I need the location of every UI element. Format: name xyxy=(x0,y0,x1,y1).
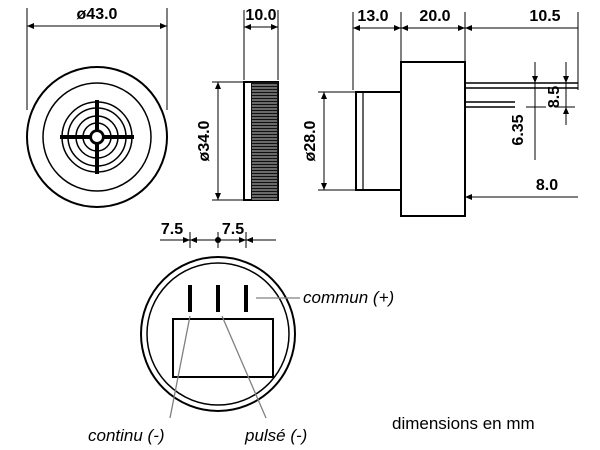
front-inner-ring xyxy=(42,82,152,192)
front-center-hole xyxy=(90,130,104,144)
front-outer-housing xyxy=(26,66,168,208)
profile-pin-offset-label: 8.0 xyxy=(536,177,558,194)
leader-continu xyxy=(169,315,191,419)
bottom-inner-ring xyxy=(146,262,290,406)
profile-pin-length-label: 10.5 xyxy=(529,8,560,25)
profile-pin-spacing-label: 8.5 xyxy=(546,86,563,108)
profile-length-b-label: 20.0 xyxy=(419,8,450,25)
label-pulse: pulsé (-) xyxy=(244,426,307,445)
units-note: dimensions en mm xyxy=(392,414,535,433)
profile-view: 13.0 20.0 10.5 ø28.0 8.5 6.35 8.0 xyxy=(302,8,579,217)
side-width-label: 10.0 xyxy=(245,7,276,24)
side-view: 10.0 ø34.0 xyxy=(196,7,279,201)
front-view: ø43.0 xyxy=(26,6,168,208)
bottom-pitch-right-label: 7.5 xyxy=(222,221,244,238)
profile-pin-height-label: 6.35 xyxy=(510,114,527,145)
pitch-center-dot xyxy=(215,237,221,243)
leader-pulse xyxy=(221,315,267,419)
bottom-view: 7.5 7.5 commun (+) continu (-) pulsé (-) xyxy=(88,221,394,445)
bottom-outer-housing xyxy=(140,256,296,412)
front-diameter-label: ø43.0 xyxy=(77,6,118,23)
bottom-pitch-left-label: 7.5 xyxy=(161,221,183,238)
profile-length-a-label: 13.0 xyxy=(357,8,388,25)
label-commun: commun (+) xyxy=(303,288,394,307)
profile-rear-body xyxy=(400,61,466,217)
label-continu: continu (-) xyxy=(88,426,165,445)
side-rib-lines xyxy=(252,84,277,200)
profile-diameter-label: ø28.0 xyxy=(302,120,319,161)
side-diameter-label: ø34.0 xyxy=(196,120,213,161)
side-ribbed-rim xyxy=(251,82,278,200)
